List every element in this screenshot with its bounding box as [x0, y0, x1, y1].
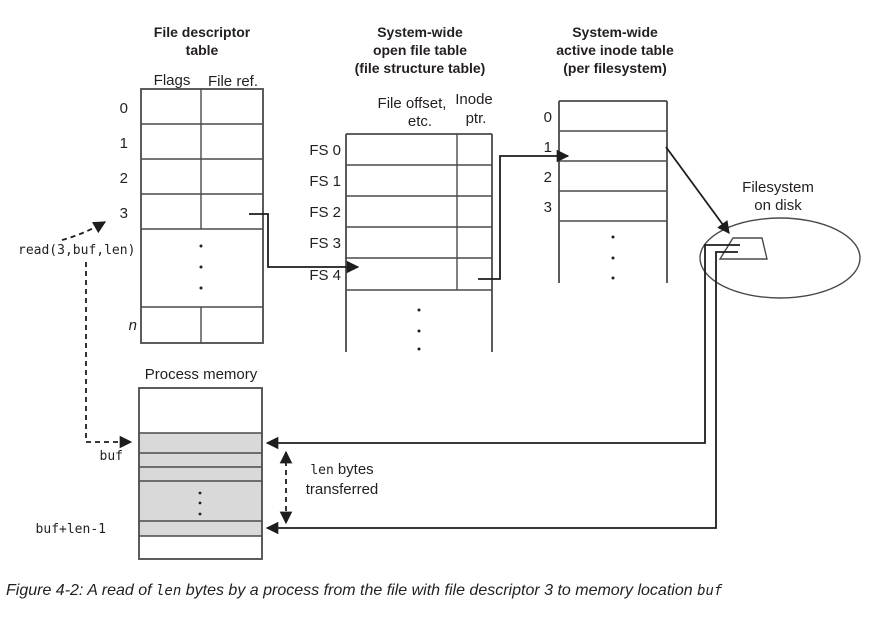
- memory-ellipsis-dot: [198, 512, 202, 516]
- disk-ellipse: [699, 217, 861, 299]
- inode-title-line3: (per filesystem): [563, 60, 666, 76]
- read-to-buf-dashed-arrow: [85, 262, 133, 449]
- open-file-table: System-wide open file table (file struct…: [309, 24, 493, 352]
- disk-to-buf-arrow: [265, 244, 740, 450]
- oft-ellipsis-dot: [417, 329, 421, 333]
- inode-row-label-0: 0: [544, 109, 552, 126]
- inode-row-label-1: 1: [544, 139, 552, 156]
- oft-col-offset-line2: etc.: [408, 113, 432, 130]
- fd-ellipsis-dot: [199, 265, 203, 269]
- fd-row-label-1: 1: [120, 135, 128, 152]
- fd-ellipsis-dot: [199, 286, 203, 290]
- memory-border: [138, 387, 263, 560]
- oft-row-label-fs0: FS 0: [309, 142, 341, 159]
- openfile-to-inode-arrow: [478, 149, 570, 280]
- oft-ellipsis-dot: [417, 347, 421, 351]
- oft-row-label-fs1: FS 1: [309, 173, 341, 190]
- inode-to-disk-arrow: [665, 146, 730, 235]
- filesystem-disk: Filesystem on disk: [699, 179, 861, 299]
- oft-col-inode-line2: ptr.: [466, 110, 487, 127]
- process-memory-title: Process memory: [145, 366, 258, 383]
- fd-col-flags: Flags: [154, 72, 191, 89]
- read-to-fd3-dashed-arrow: [61, 221, 107, 241]
- oft-row-label-fs3: FS 3: [309, 235, 341, 252]
- inode-title-line1: System-wide: [572, 24, 658, 40]
- memory-buffer-region: [139, 433, 262, 536]
- disk-label-line1: Filesystem: [742, 179, 814, 196]
- oft-title-line2: open file table: [373, 42, 467, 58]
- figure-caption: Figure 4-2: A read of len bytes by a pro…: [6, 582, 866, 600]
- inode-ellipsis-dot: [611, 276, 615, 280]
- caption-len-mono: len: [156, 583, 182, 599]
- dashed-annotations: [61, 221, 293, 525]
- connectors: [249, 146, 740, 535]
- inode-title-line2: active inode table: [556, 42, 674, 58]
- bytes-text: bytes: [338, 461, 374, 478]
- oft-row-label-fs2: FS 2: [309, 204, 341, 221]
- read-call-label: read(3,buf,len): [18, 243, 135, 258]
- len-bytes-label-line1: len bytes: [310, 461, 373, 478]
- oft-col-offset-line1: File offset,: [378, 95, 447, 112]
- fd-row-label-3: 3: [120, 205, 128, 222]
- oft-title-line3: (file structure table): [355, 60, 486, 76]
- disk-label-line2: on disk: [754, 197, 802, 214]
- process-memory: Process memory buf buf+len-1: [36, 366, 263, 560]
- fd-table-title-line2: table: [186, 42, 219, 58]
- inode-ellipsis-dot: [611, 235, 615, 239]
- oft-ellipsis-dot: [417, 308, 421, 312]
- fd-col-fileref: File ref.: [208, 73, 258, 90]
- caption-buf-mono: buf: [697, 583, 723, 599]
- buf-label: buf: [100, 449, 123, 464]
- disk-file-block: [718, 237, 768, 260]
- len-mono: len: [310, 463, 333, 478]
- fd-row-label-2: 2: [120, 170, 128, 187]
- memory-ellipsis-dot: [198, 501, 202, 505]
- fd3-to-openfile-arrow: [249, 213, 360, 274]
- caption-prefix: Figure 4-2: A read of: [6, 582, 156, 599]
- fd-row-label-0: 0: [120, 100, 128, 117]
- inode-table: System-wide active inode table (per file…: [544, 24, 674, 283]
- fd-table: File descriptor table Flags File ref. 0 …: [120, 24, 264, 344]
- disk-to-buf-end-arrow: [265, 251, 738, 535]
- len-bytes-label-line2: transferred: [306, 481, 379, 498]
- fd-row-label-n: n: [129, 317, 137, 334]
- oft-row-label-fs4: FS 4: [309, 267, 341, 284]
- buf-end-label: buf+len-1: [36, 522, 106, 537]
- fd-table-title-line1: File descriptor: [154, 24, 251, 40]
- fd-ellipsis-dot: [199, 244, 203, 248]
- fd-table-border: [140, 88, 264, 344]
- memory-ellipsis-dot: [198, 491, 202, 495]
- inode-ellipsis-dot: [611, 256, 615, 260]
- oft-col-inode-line1: Inode: [455, 91, 493, 108]
- inode-row-label-3: 3: [544, 199, 552, 216]
- caption-middle: bytes by a process from the file with fi…: [181, 582, 698, 599]
- inode-row-label-2: 2: [544, 169, 552, 186]
- oft-title-line1: System-wide: [377, 24, 463, 40]
